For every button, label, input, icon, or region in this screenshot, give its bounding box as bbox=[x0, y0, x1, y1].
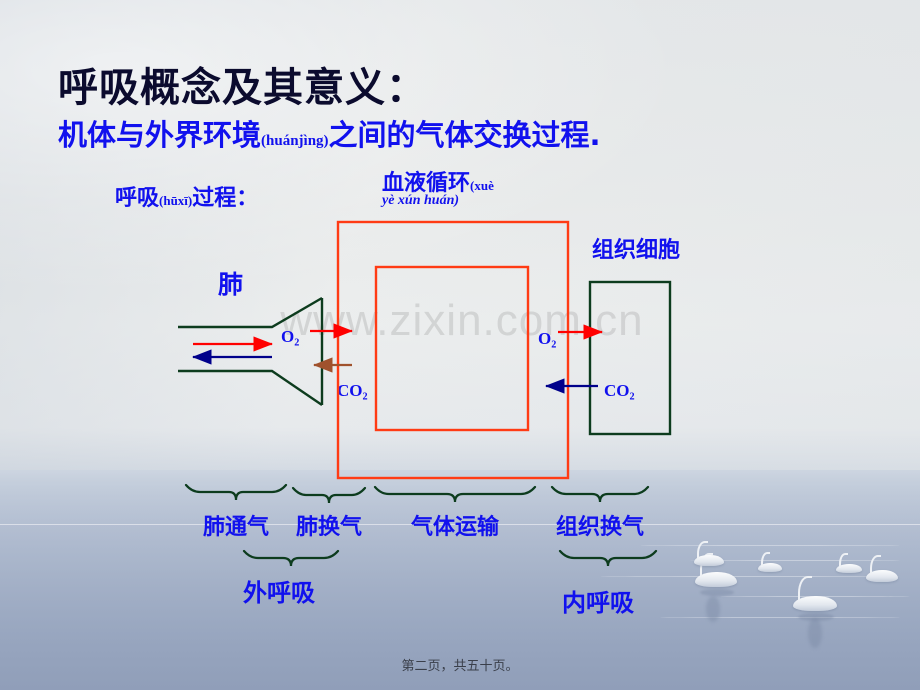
swan-reflection bbox=[700, 589, 734, 596]
label-respiration-text: 呼吸 bbox=[115, 186, 160, 211]
swan-reflection bbox=[798, 613, 834, 621]
swan-body bbox=[694, 555, 724, 566]
label-blood-pinyin-1: (xuè bbox=[470, 178, 494, 193]
swan-neck bbox=[839, 553, 848, 568]
gas-label-o2-lung: O₂ bbox=[281, 327, 300, 346]
swan-body bbox=[836, 564, 862, 573]
label-respiration-suffix: 过程： bbox=[192, 186, 259, 211]
label-blood-text: 血液循环 bbox=[382, 171, 471, 196]
label-blood-circulation: 血液循环(xuè yè xún huán) bbox=[382, 172, 557, 209]
label-lung: 肺 bbox=[218, 270, 244, 299]
swan-reflection bbox=[808, 618, 822, 648]
swan-neck bbox=[870, 555, 881, 574]
gas-label-o2-tissue: O₂ bbox=[538, 329, 557, 348]
step-label-lung-gas-exchange: 肺换气 bbox=[295, 515, 362, 540]
swan-neck bbox=[798, 576, 812, 600]
step-label-lung-ventilation: 肺通气 bbox=[202, 515, 269, 540]
respiration-label-external: 外呼吸 bbox=[243, 579, 315, 607]
swan-reflection bbox=[706, 596, 720, 622]
swan-neck bbox=[697, 541, 708, 559]
page-subtitle: 机体与外界环境(huánjìng)之间的气体交换过程. bbox=[58, 112, 601, 154]
page-footer: 第二页，共五十页。 bbox=[401, 659, 519, 674]
water-ripple bbox=[690, 560, 900, 561]
subtitle-pinyin: (huánjìng) bbox=[261, 133, 329, 149]
swan-neck bbox=[761, 552, 770, 567]
gas-label-co2-tissue: CO₂ bbox=[604, 381, 635, 400]
water-ripple bbox=[600, 576, 900, 577]
gas-label-co2-lung: CO₂ bbox=[337, 381, 368, 400]
label-blood-pinyin-2: yè xún huán) bbox=[382, 193, 460, 209]
water-ripple bbox=[660, 617, 900, 618]
subtitle-part-2: 之间的气体交换过程. bbox=[328, 118, 601, 152]
page-title: 呼吸概念及其意义： bbox=[58, 65, 427, 111]
label-respiration-process: 呼吸(hūxī)过程： bbox=[115, 180, 258, 212]
step-label-tissue-gas-exchange: 组织换气 bbox=[555, 515, 644, 540]
background-water bbox=[0, 470, 920, 690]
horizon-line bbox=[0, 524, 920, 525]
label-tissue-cell: 组织细胞 bbox=[592, 238, 681, 263]
respiration-label-internal: 内呼吸 bbox=[562, 589, 634, 617]
label-respiration-pinyin: (hūxī) bbox=[159, 193, 193, 208]
subtitle-part-1: 机体与外界环境 bbox=[58, 118, 262, 152]
step-label-gas-transport: 气体运输 bbox=[410, 515, 499, 540]
swan-body bbox=[758, 563, 782, 572]
water-ripple bbox=[640, 545, 900, 546]
